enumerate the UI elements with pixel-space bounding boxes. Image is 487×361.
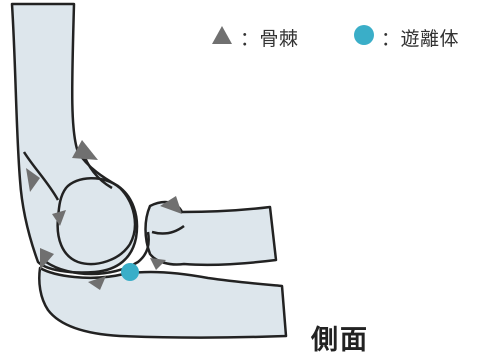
trochlea bbox=[58, 178, 135, 264]
triangle-icon bbox=[210, 25, 234, 50]
ulna bbox=[39, 268, 286, 338]
legend-loose-body: ：遊離体 bbox=[353, 22, 459, 52]
legend-bone-spur-label: ：骨棘 bbox=[240, 24, 299, 51]
bone-spur-marker bbox=[150, 258, 166, 270]
view-caption: 側面 bbox=[311, 318, 369, 357]
legend-bone-spur: ：骨棘 bbox=[210, 22, 299, 52]
circle-icon bbox=[353, 24, 375, 51]
legend-loose-body-label: ：遊離体 bbox=[381, 24, 459, 51]
loose-body-marker bbox=[121, 263, 139, 281]
